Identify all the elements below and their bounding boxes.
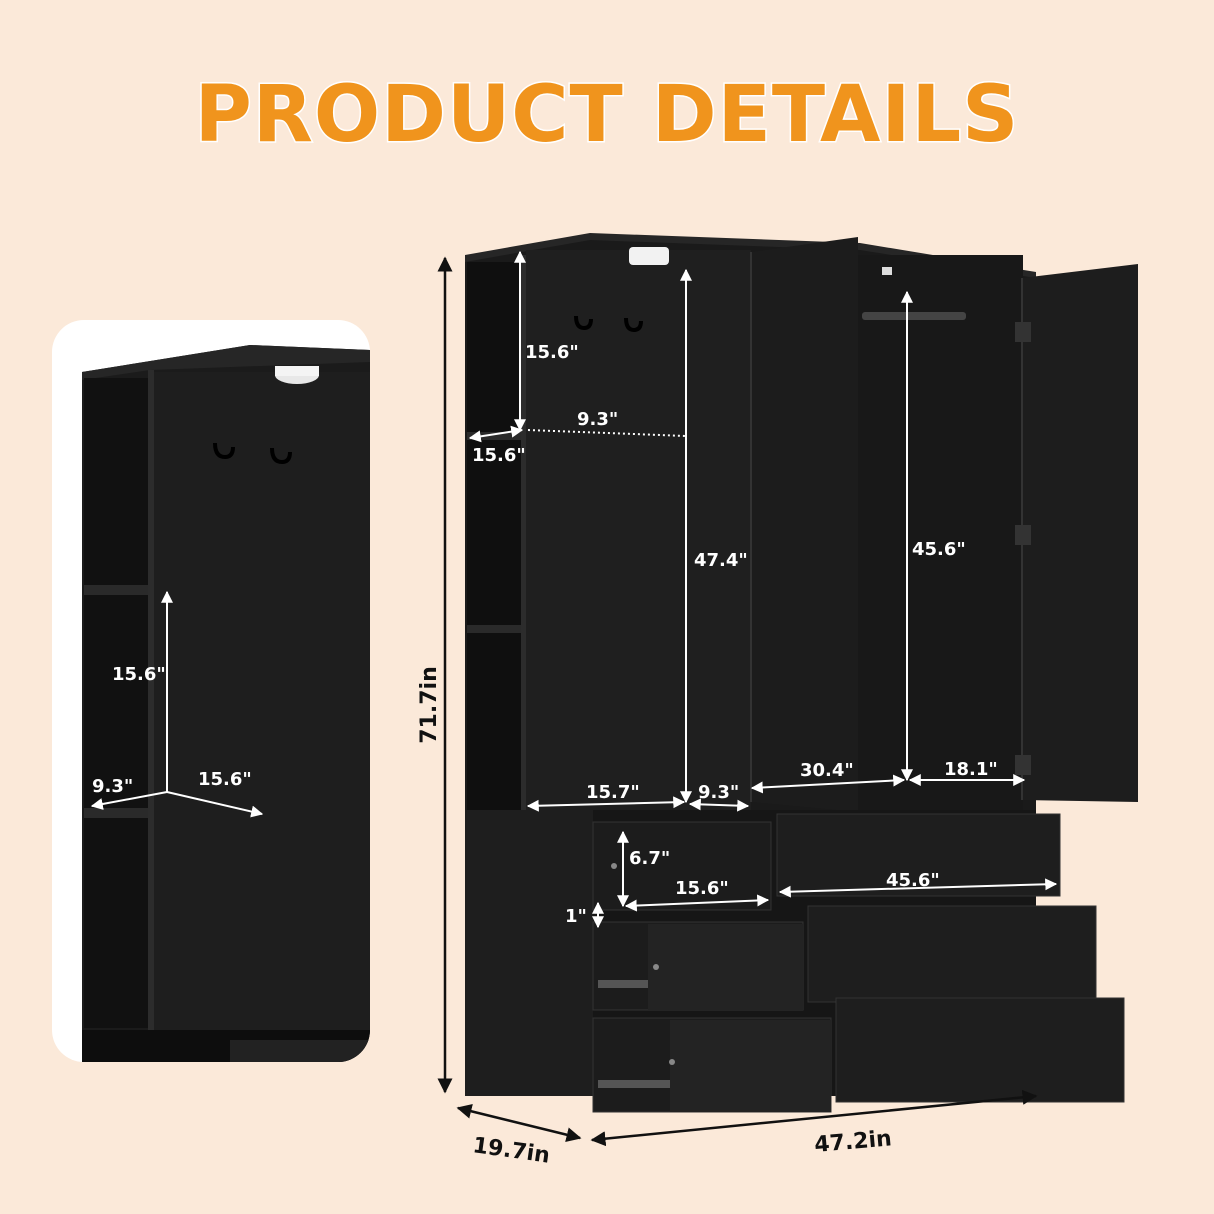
right-compartment-width-label: 30.4" — [800, 760, 854, 781]
right-compartment-depth-label: 18.1" — [944, 759, 998, 780]
hook-icon — [270, 447, 292, 465]
left-compartment-width-label: 15.7" — [586, 782, 640, 803]
drawer-gap-label: 1" — [565, 906, 587, 927]
width-label: 47.2in — [813, 1126, 892, 1158]
light-icon — [629, 247, 669, 265]
hinge-icon — [1015, 322, 1031, 342]
side-shelf-depth-label: 15.6" — [198, 769, 252, 790]
top-shelf-width-label: 9.3" — [577, 409, 618, 430]
small-drawer-width-label: 15.6" — [675, 878, 729, 899]
left-compartment-side-label: 9.3" — [698, 782, 739, 803]
hook-icon — [213, 442, 235, 460]
left-compartment-height-label: 47.4" — [694, 550, 748, 571]
drawer — [835, 997, 1125, 1103]
side-view-panel: 15.6" 9.3" 15.6" — [52, 320, 370, 1062]
side-shelf-height-label: 15.6" — [112, 664, 166, 685]
right-compartment-height-label: 45.6" — [912, 539, 966, 560]
hook-icon — [574, 315, 593, 331]
large-drawer-width-label: 45.6" — [886, 870, 940, 891]
top-shelf-height-label: 15.6" — [525, 342, 579, 363]
small-drawer-height-label: 6.7" — [629, 848, 670, 869]
page-title: PRODUCT DETAILS — [193, 69, 1020, 162]
hook-icon — [624, 317, 643, 333]
depth-label: 19.7in — [471, 1133, 551, 1169]
wardrobe-main-view — [465, 233, 1138, 1113]
hanging-rod — [862, 312, 966, 320]
height-label: 71.7in — [417, 666, 442, 743]
top-shelf-depth-label: 15.6" — [472, 445, 526, 466]
dimension-lines — [437, 250, 1058, 1147]
side-shelf-width-label: 9.3" — [92, 776, 133, 797]
drawer — [807, 905, 1097, 1003]
hinge-icon — [1015, 755, 1031, 775]
hinge-icon — [1015, 525, 1031, 545]
